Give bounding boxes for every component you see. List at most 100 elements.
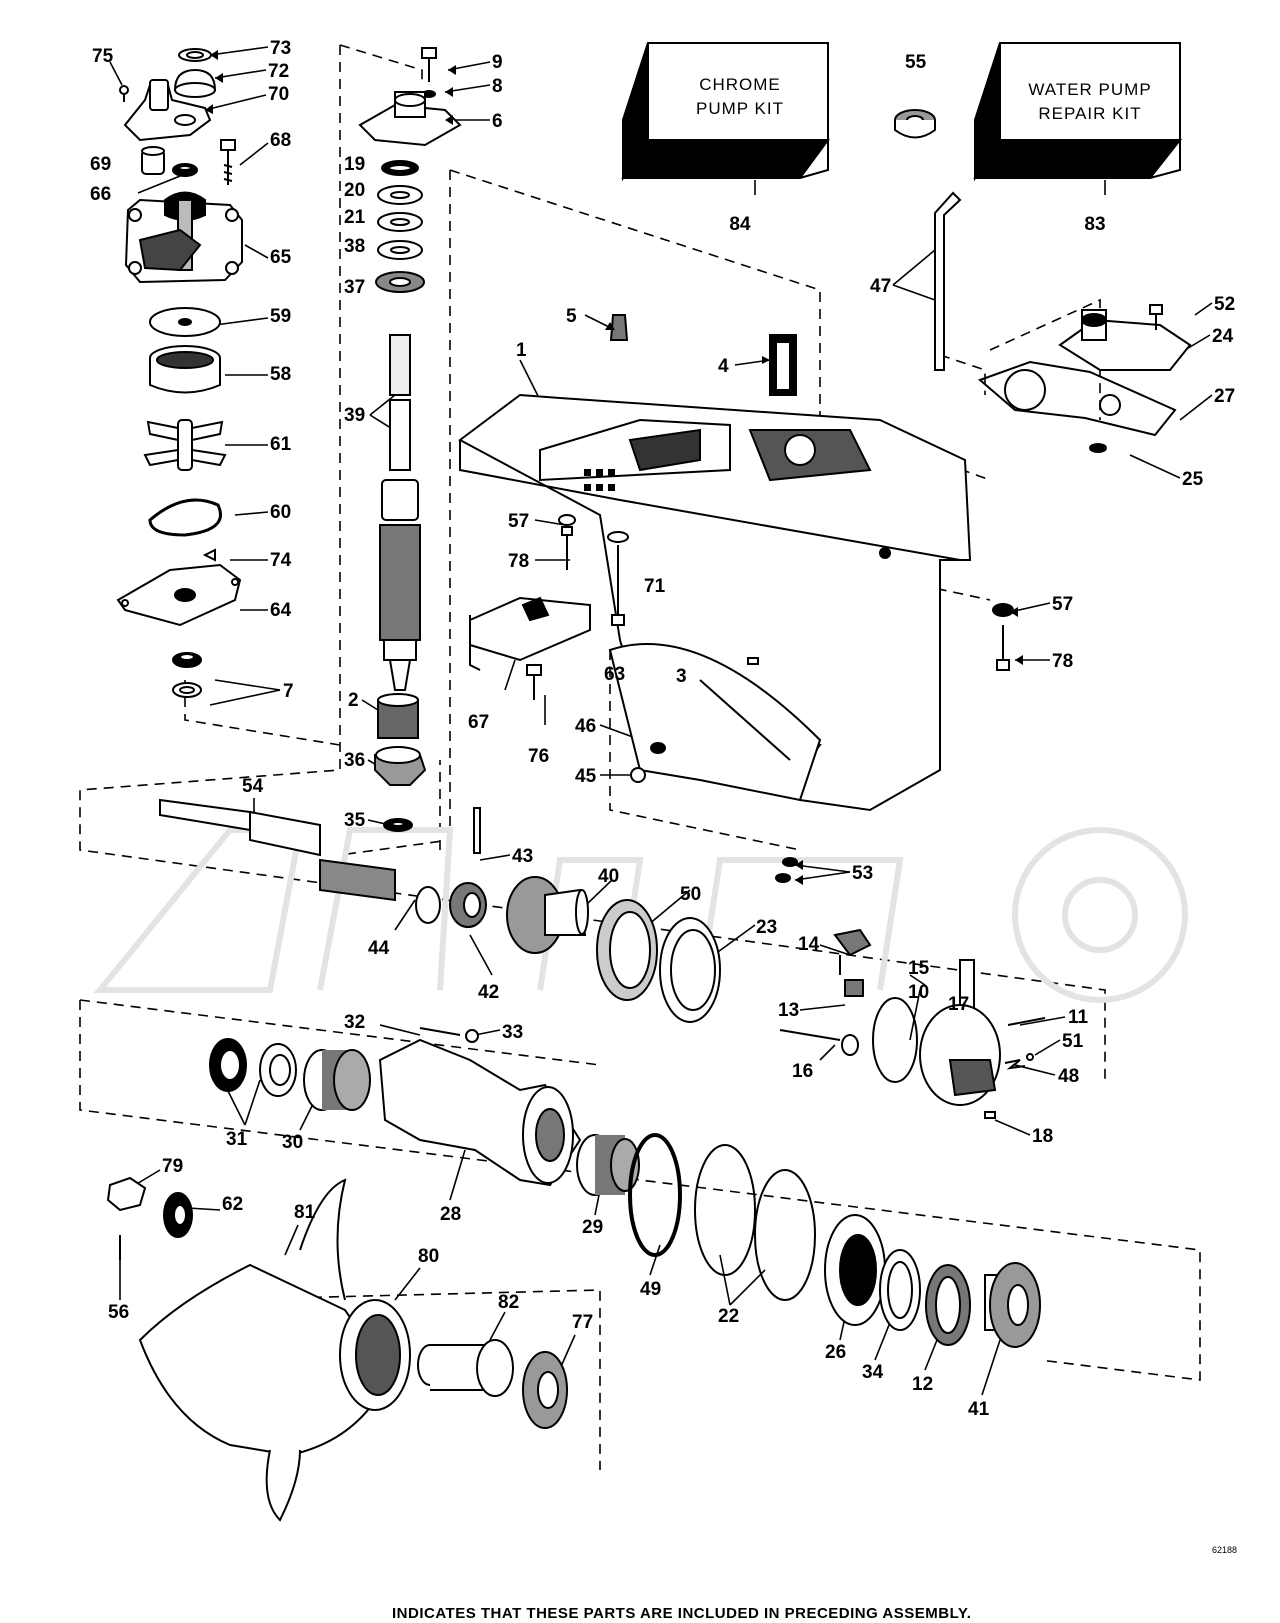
callout-30: 30	[282, 1132, 303, 1153]
callout-17: 17	[948, 994, 969, 1015]
callout-49: 49	[640, 1279, 661, 1300]
callout-4: 4	[718, 356, 729, 377]
water-kit-label-line2: REPAIR KIT	[1038, 104, 1141, 123]
part-10-ring	[872, 997, 918, 1083]
callout-59: 59	[270, 306, 291, 327]
callout-6: 6	[492, 111, 503, 132]
callout-69: 69	[90, 154, 111, 175]
callout-54: 54	[242, 776, 264, 797]
callout-11: 11	[1068, 1007, 1089, 1028]
callout-5: 5	[566, 306, 577, 327]
callout-24: 24	[1212, 326, 1234, 347]
callout-79: 79	[162, 1156, 183, 1177]
callout-19: 19	[344, 154, 365, 175]
part-50-bearing	[596, 899, 658, 1001]
callout-23: 23	[756, 917, 777, 938]
callout-3: 3	[676, 666, 687, 687]
callout-62: 62	[222, 1194, 243, 1215]
water-kit-label-line1: WATER PUMP	[1028, 80, 1151, 99]
callout-43: 43	[512, 846, 533, 867]
callout-76: 76	[528, 746, 549, 767]
part-63-screw	[611, 545, 625, 626]
callout-75: 75	[92, 46, 114, 67]
callout-67: 67	[468, 712, 489, 733]
callout-20: 20	[344, 180, 365, 201]
part-60-seal-ring	[148, 498, 222, 537]
arrowheads	[205, 50, 1023, 885]
callout-47: 47	[870, 276, 891, 297]
callout-1: 1	[516, 340, 527, 361]
part-57-nut-a	[558, 514, 576, 526]
part-62-spacer	[163, 1192, 193, 1238]
part-5-plug	[609, 314, 629, 341]
callout-83: 83	[1084, 214, 1105, 235]
part-76-screw	[526, 664, 542, 700]
part-4-anode	[769, 334, 797, 396]
part-6-housing	[358, 91, 462, 147]
part-9-screw	[421, 47, 437, 82]
part-39-driveshaft	[379, 334, 421, 691]
callout-80: 80	[418, 1246, 439, 1267]
part-27-gasket	[978, 360, 1177, 437]
callout-66: 66	[90, 184, 111, 205]
callout-46: 46	[575, 716, 596, 737]
part-37-bearing	[375, 271, 425, 293]
footer-note: INDICATES THAT THESE PARTS ARE INCLUDED …	[392, 1605, 971, 1622]
part-35-nut	[383, 818, 413, 832]
part-26-plate	[824, 1214, 886, 1326]
callout-57: 57	[508, 511, 529, 532]
callout-74: 74	[270, 550, 292, 571]
callout-57-right: 57	[1052, 594, 1073, 615]
part-48-spring	[1004, 1059, 1026, 1070]
part-16-cam	[779, 1029, 859, 1056]
callout-61: 61	[270, 434, 292, 455]
callout-15: 15	[908, 958, 930, 979]
callout-26: 26	[825, 1342, 846, 1363]
part-17-bearing-housing	[919, 1004, 1001, 1106]
callout-65: 65	[270, 247, 292, 268]
callout-70: 70	[268, 84, 289, 105]
part-70-pump-cover	[123, 79, 212, 142]
part-67-trim-tab	[469, 596, 591, 671]
part-3-plug	[747, 657, 759, 665]
callout-63: 63	[604, 664, 625, 685]
callout-29: 29	[582, 1217, 603, 1238]
callout-16: 16	[792, 1061, 813, 1082]
callout-labels: 75 73 72 70 69 68 66 65 59 58 61 60 74 6…	[90, 38, 1235, 1420]
callout-22: 22	[718, 1306, 739, 1327]
part-32-screw	[419, 1027, 461, 1036]
part-68-screw	[220, 139, 236, 185]
part-51-ball	[1026, 1053, 1034, 1061]
part-12-bearing	[925, 1264, 971, 1346]
part-19-seal	[381, 160, 419, 176]
callout-8: 8	[492, 76, 503, 97]
part-82-bushing	[417, 1339, 514, 1397]
part-42-clutch	[449, 882, 487, 928]
part-65-impeller-housing	[124, 191, 243, 284]
part-11-pin	[1007, 1017, 1046, 1026]
callout-36: 36	[344, 750, 365, 771]
callout-12: 12	[912, 1374, 933, 1395]
part-29-bearing	[576, 1134, 640, 1196]
part-53-plugs	[775, 857, 798, 883]
chrome-kit-label-line2: PUMP KIT	[696, 99, 784, 118]
callout-2: 2	[348, 690, 359, 711]
part-28-bearing-carrier	[378, 1038, 582, 1187]
part-54-propeller-shaft	[159, 798, 396, 902]
part-30-bearing	[303, 1049, 371, 1111]
part-79-nut	[106, 1176, 147, 1212]
part-77-thrust-washer	[522, 1351, 568, 1429]
callout-39: 39	[344, 405, 365, 426]
callout-81: 81	[294, 1202, 316, 1223]
callout-58: 58	[270, 364, 291, 385]
part-14-detent	[833, 928, 872, 975]
callout-35: 35	[344, 810, 366, 831]
callout-53: 53	[852, 863, 873, 884]
callout-34: 34	[862, 1362, 884, 1383]
callout-9: 9	[492, 52, 503, 73]
chrome-pump-kit-box: CHROME PUMP KIT	[621, 42, 830, 182]
callout-68: 68	[270, 130, 291, 151]
callout-56: 56	[108, 1302, 129, 1323]
callout-60: 60	[270, 502, 291, 523]
part-49-o-ring	[628, 1133, 682, 1257]
